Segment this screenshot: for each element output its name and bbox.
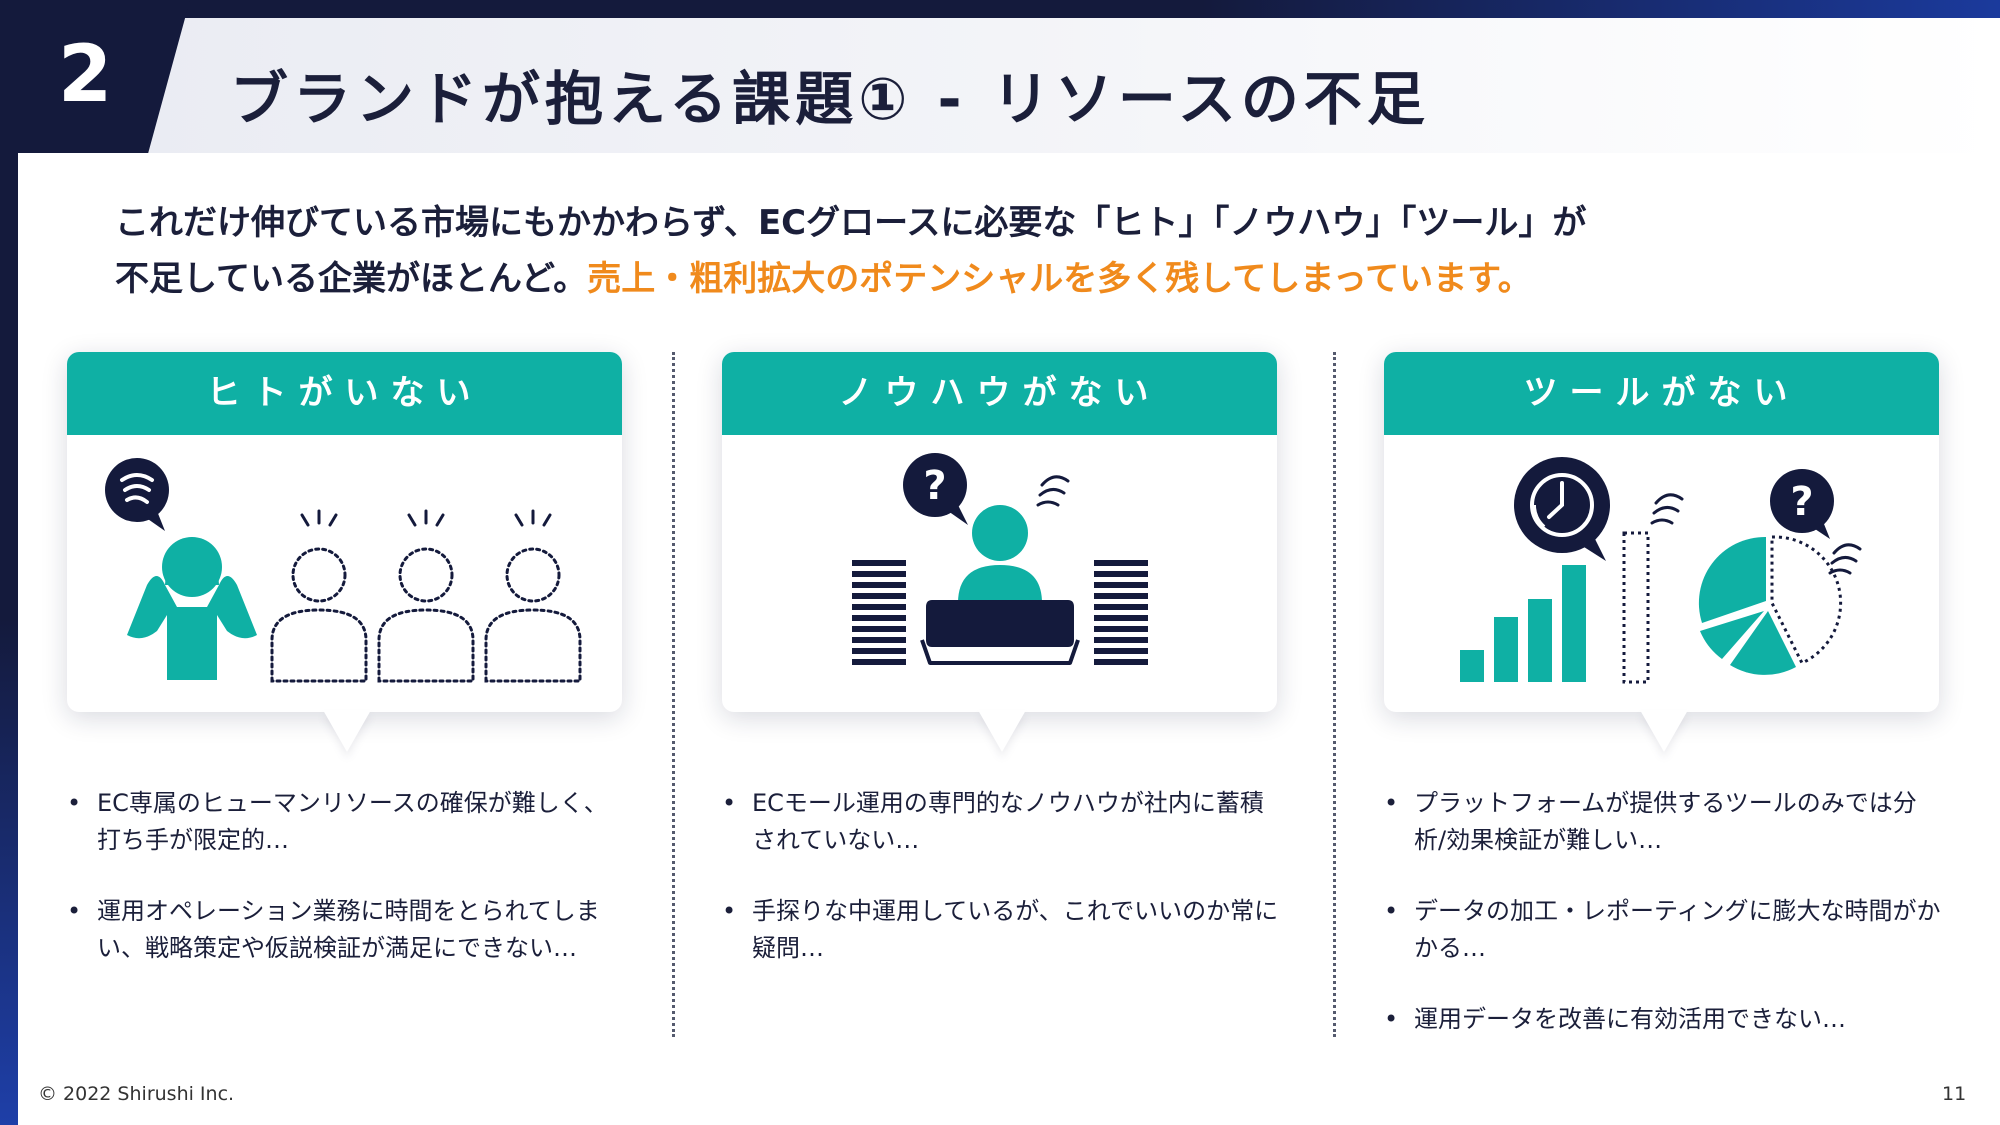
section-number: 2 — [58, 30, 113, 120]
copyright: © 2022 Shirushi Inc. — [38, 1083, 235, 1105]
svg-text:?: ? — [923, 463, 946, 509]
card-knowhow-heading: ノウハウがない — [722, 352, 1277, 435]
list-item: プラットフォームが提供するツールのみでは分析/効果検証が難しい… — [1382, 785, 1942, 859]
card-knowhow-pointer — [978, 710, 1026, 752]
confused-person-at-laptop-icon: ? — [852, 453, 1148, 665]
page-number: 11 — [1942, 1083, 1967, 1105]
list-item: 手探りな中運用しているが、これでいいのか常に疑問… — [720, 893, 1280, 967]
card-people-pointer — [323, 710, 371, 752]
slide-title: ブランドが抱える課題① - リソースの不足 — [230, 65, 1430, 133]
lead-line-2-accent: 売上・粗利拡大のポテンシャルを多く残してしまっています。 — [587, 259, 1532, 299]
column-divider-2 — [1333, 352, 1336, 1037]
top-frame — [0, 0, 2000, 18]
list-item: データの加工・レポーティングに膨大な時間がかかる… — [1382, 893, 1942, 967]
svg-text:?: ? — [1790, 479, 1813, 525]
card-people: ヒトがいない — [67, 352, 622, 752]
card-knowhow: ノウハウがない ? — [722, 352, 1277, 752]
column-divider-1 — [672, 352, 675, 1037]
lead-line-2-plain: 不足している企業がほとんど。 — [115, 259, 588, 299]
left-frame — [0, 0, 18, 1125]
card-tools: ツールがない ? — [1384, 352, 1939, 752]
list-item: ECモール運用の専門的なノウハウが社内に蓄積されていない… — [720, 785, 1280, 859]
knowhow-issues-list: ECモール運用の専門的なノウハウが社内に蓄積されていない… 手探りな中運用してい… — [720, 785, 1280, 1001]
clock-bar-chart-pie-chart-icon: ? — [1460, 457, 1862, 684]
lead-line-2: 不足している企業がほとんど。売上・粗利拡大のポテンシャルを多く残してしまっていま… — [115, 251, 1815, 307]
tools-issues-list: プラットフォームが提供するツールのみでは分析/効果検証が難しい… データの加工・… — [1382, 785, 1942, 1072]
header-band — [18, 18, 2000, 153]
lead-text: これだけ伸びている市場にもかかわらず、ECグロースに必要な「ヒト」「ノウハウ」「… — [115, 195, 1815, 307]
list-item: EC専属のヒューマンリソースの確保が難しく、打ち手が限定的… — [65, 785, 625, 859]
card-tools-heading: ツールがない — [1384, 352, 1939, 435]
card-people-heading: ヒトがいない — [67, 352, 622, 435]
list-item: 運用データを改善に有効活用できない… — [1382, 1001, 1942, 1038]
stressed-person-and-empty-staff-icon — [105, 458, 582, 683]
card-tools-pointer — [1640, 710, 1688, 752]
people-issues-list: EC専属のヒューマンリソースの確保が難しく、打ち手が限定的… 運用オペレーション… — [65, 785, 625, 1001]
lead-line-1: これだけ伸びている市場にもかかわらず、ECグロースに必要な「ヒト」「ノウハウ」「… — [115, 203, 1587, 243]
list-item: 運用オペレーション業務に時間をとられてしまい、戦略策定や仮説検証が満足にできない… — [65, 893, 625, 967]
